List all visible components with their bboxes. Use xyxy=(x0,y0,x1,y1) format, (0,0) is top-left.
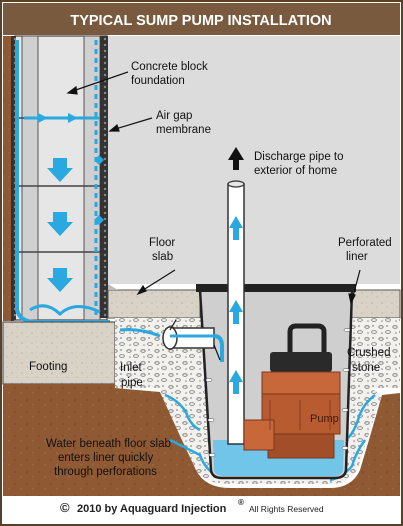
label-membrane: membrane xyxy=(156,124,211,136)
label-exterior-of-home: exterior of home xyxy=(254,165,337,177)
label-water-3: through perforations xyxy=(54,466,157,478)
label-water-2: enters liner quickly xyxy=(58,452,153,464)
label-footing: Footing xyxy=(29,361,67,373)
copyright-text: 2010 by Aquaguard Injection xyxy=(77,503,227,515)
subsoil xyxy=(3,384,400,496)
label-slab: slab xyxy=(152,251,173,263)
label-stone: stone xyxy=(352,362,380,374)
air-gap-membrane xyxy=(100,36,108,318)
label-foundation: foundation xyxy=(131,75,185,87)
registered-mark: ® xyxy=(238,498,244,507)
label-water-1: Water beneath floor slab xyxy=(46,438,171,450)
diagram-title: TYPICAL SUMP PUMP INSTALLATION xyxy=(70,13,331,29)
label-discharge-pipe: Discharge pipe to xyxy=(254,151,344,163)
label-crushed: Crushed xyxy=(347,347,390,359)
label-floor: Floor xyxy=(149,237,175,249)
copyright-symbol: © xyxy=(60,500,70,515)
copyright-footer: © 2010 by Aquaguard Injection ® All Righ… xyxy=(60,498,324,515)
discharge-pipe xyxy=(227,147,245,445)
title-bar xyxy=(3,3,400,35)
label-liner: liner xyxy=(346,251,368,263)
exterior-membrane xyxy=(11,36,16,321)
floor-slab-right xyxy=(351,289,401,319)
sump-pump: Pump xyxy=(243,323,341,459)
label-concrete-block: Concrete block xyxy=(131,61,208,73)
label-air-gap: Air gap xyxy=(156,110,192,122)
water-arrows-wall xyxy=(38,113,104,292)
floor-slab-left xyxy=(107,289,201,319)
footing xyxy=(2,321,116,385)
inlet-pipe xyxy=(162,326,224,362)
label-pipe: pipe xyxy=(121,377,143,389)
basement-wall xyxy=(108,36,400,284)
label-inlet: Inlet xyxy=(120,362,143,374)
leader-lines xyxy=(66,71,361,361)
label-perforated: Perforated xyxy=(338,237,392,249)
pump-label: Pump xyxy=(310,413,339,425)
rights-text: All Rights Reserved xyxy=(249,504,324,514)
